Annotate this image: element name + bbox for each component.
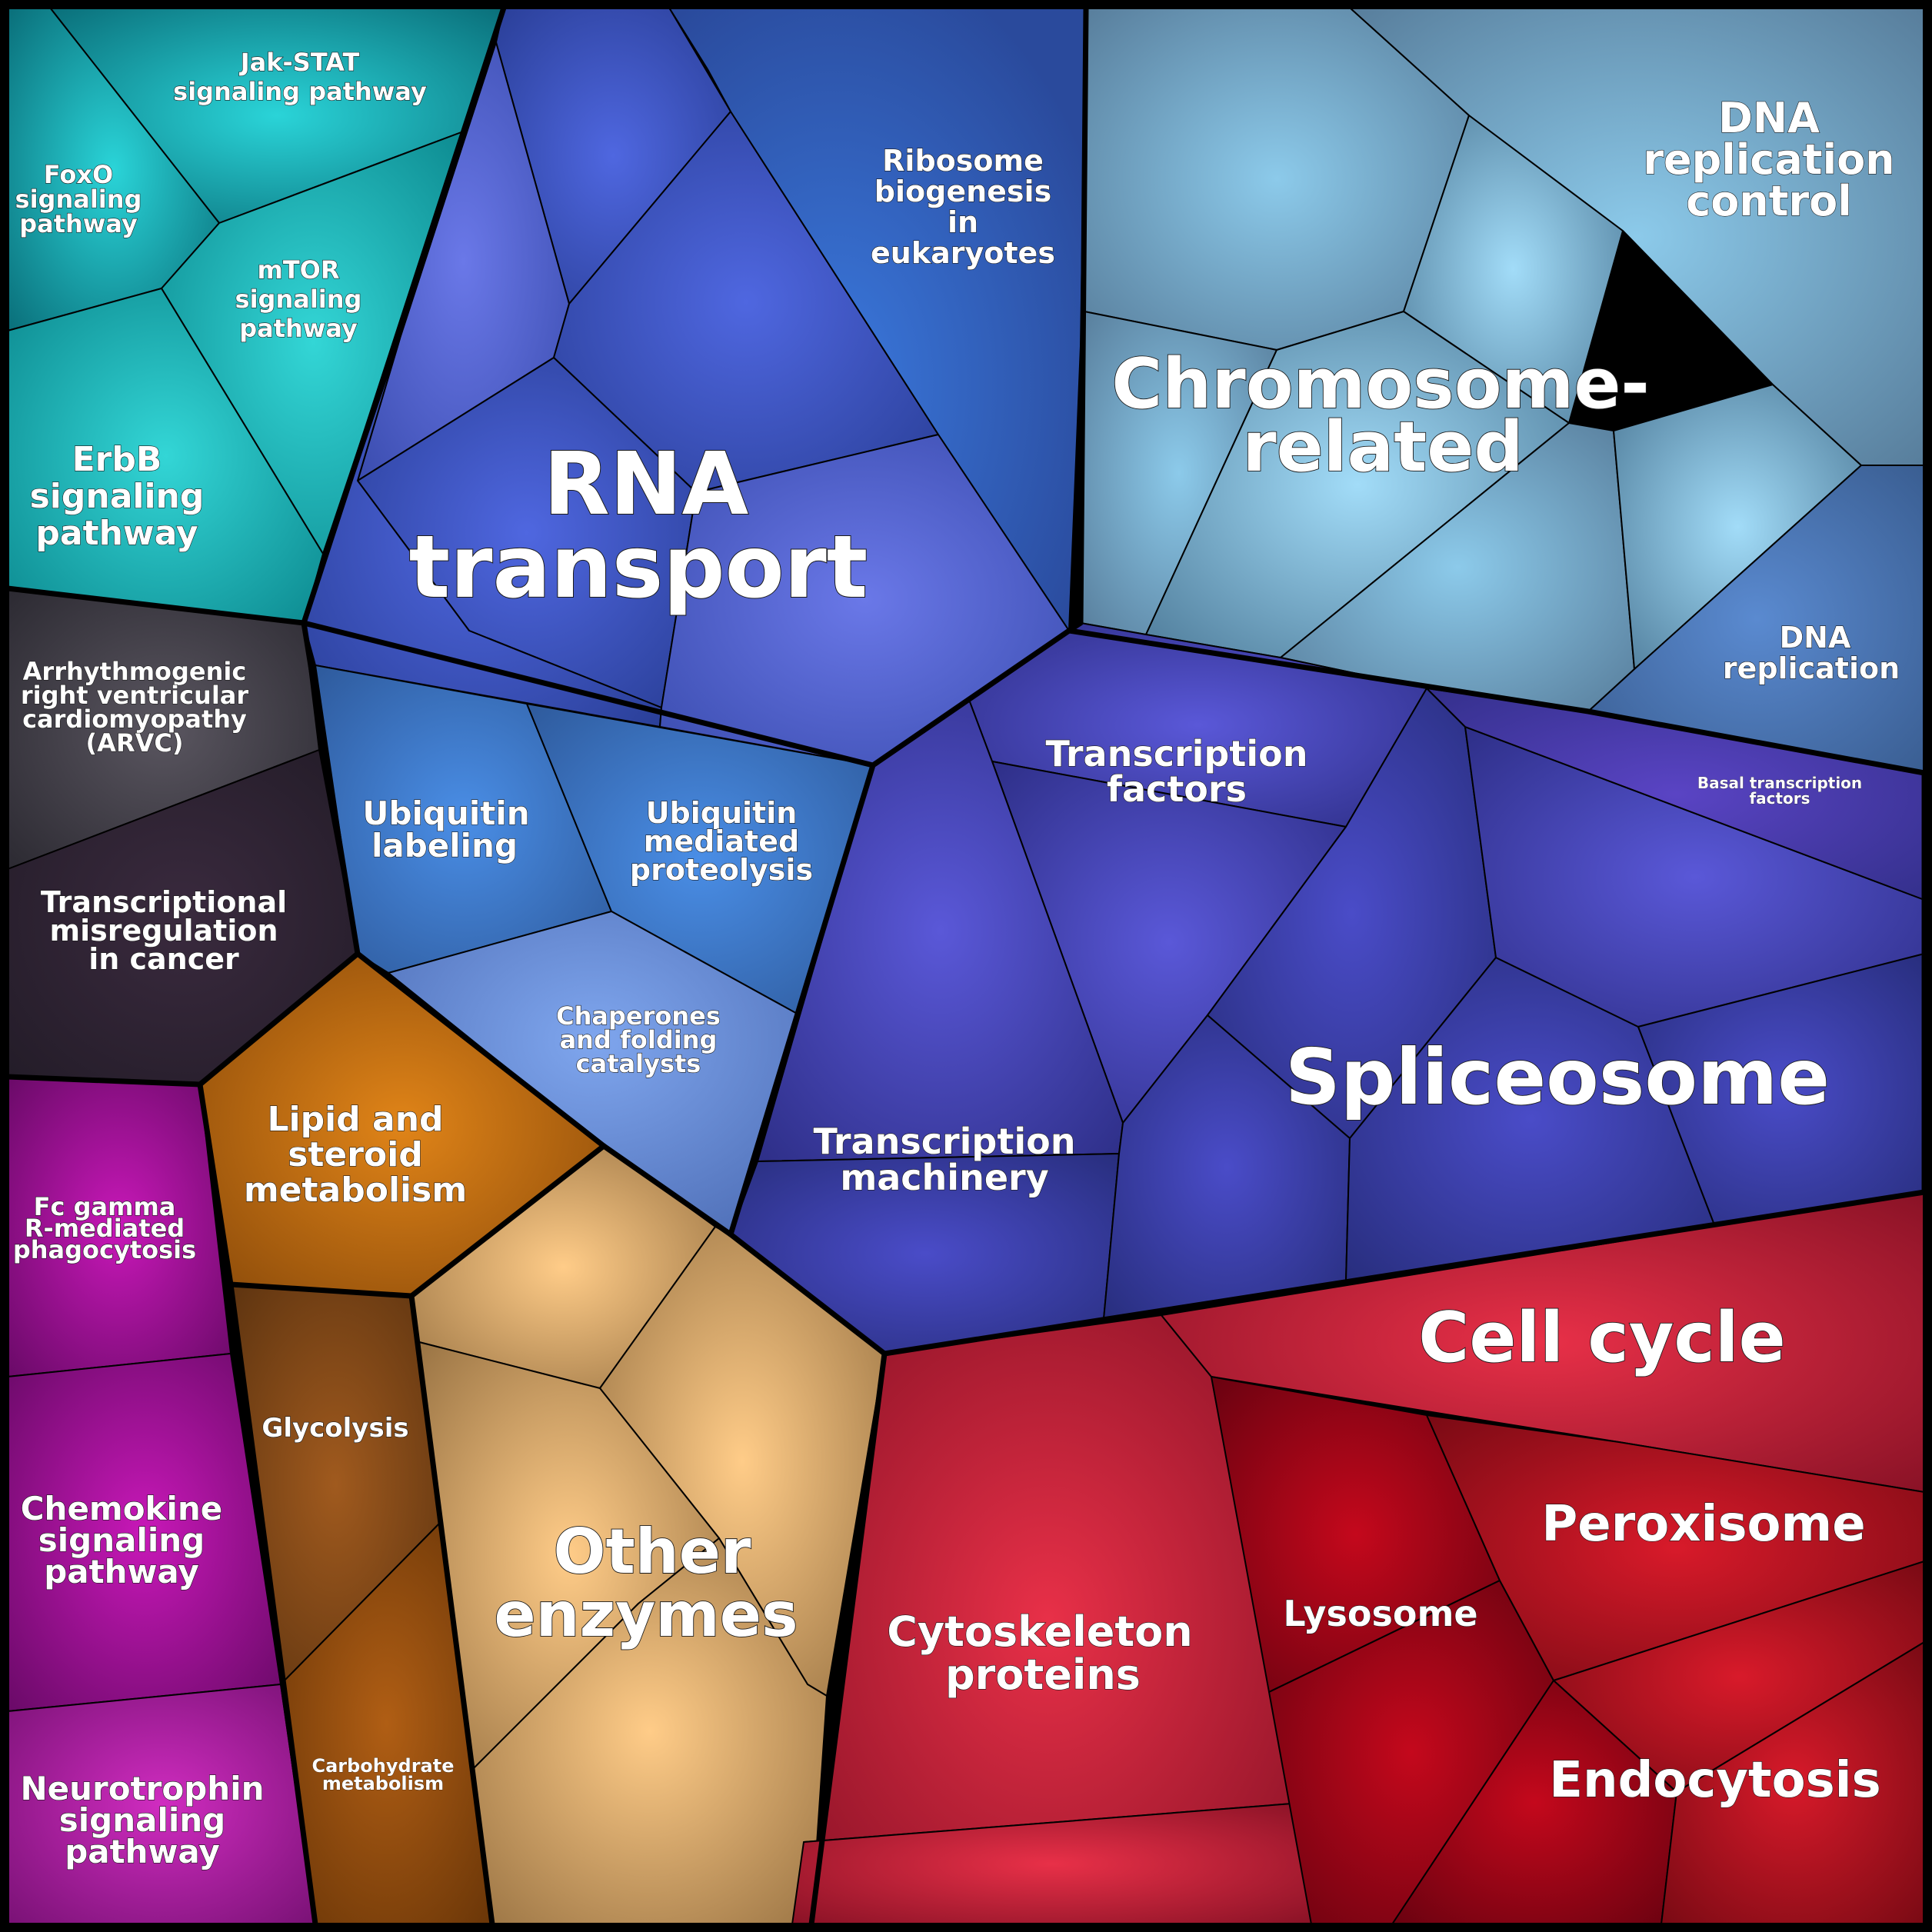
group-cellular-red: [791, 1191, 1925, 1925]
label-lysosome: Lysosome: [1283, 1593, 1477, 1634]
group-rna-blue: [303, 7, 1087, 766]
group-metabolism-orange: [199, 953, 885, 1925]
label-endocytosis: Endocytosis: [1549, 1752, 1880, 1809]
group-borders: [5, 5, 1927, 1927]
group-immune-magenta: [7, 1076, 316, 1925]
label-glycolysis: Glycolysis: [261, 1413, 408, 1444]
label-cell-cycle: Cell cycle: [1418, 1297, 1785, 1378]
label-peroxisome: Peroxisome: [1541, 1496, 1865, 1553]
group-proteostasis: [315, 665, 874, 1235]
group-chromosome-lightblue: [1080, 7, 1925, 774]
label-chromosome: Chromosome-related: [1111, 344, 1650, 488]
group-transcription-indigo: [730, 622, 1925, 1354]
label-spliceosome: Spliceosome: [1285, 1032, 1830, 1122]
